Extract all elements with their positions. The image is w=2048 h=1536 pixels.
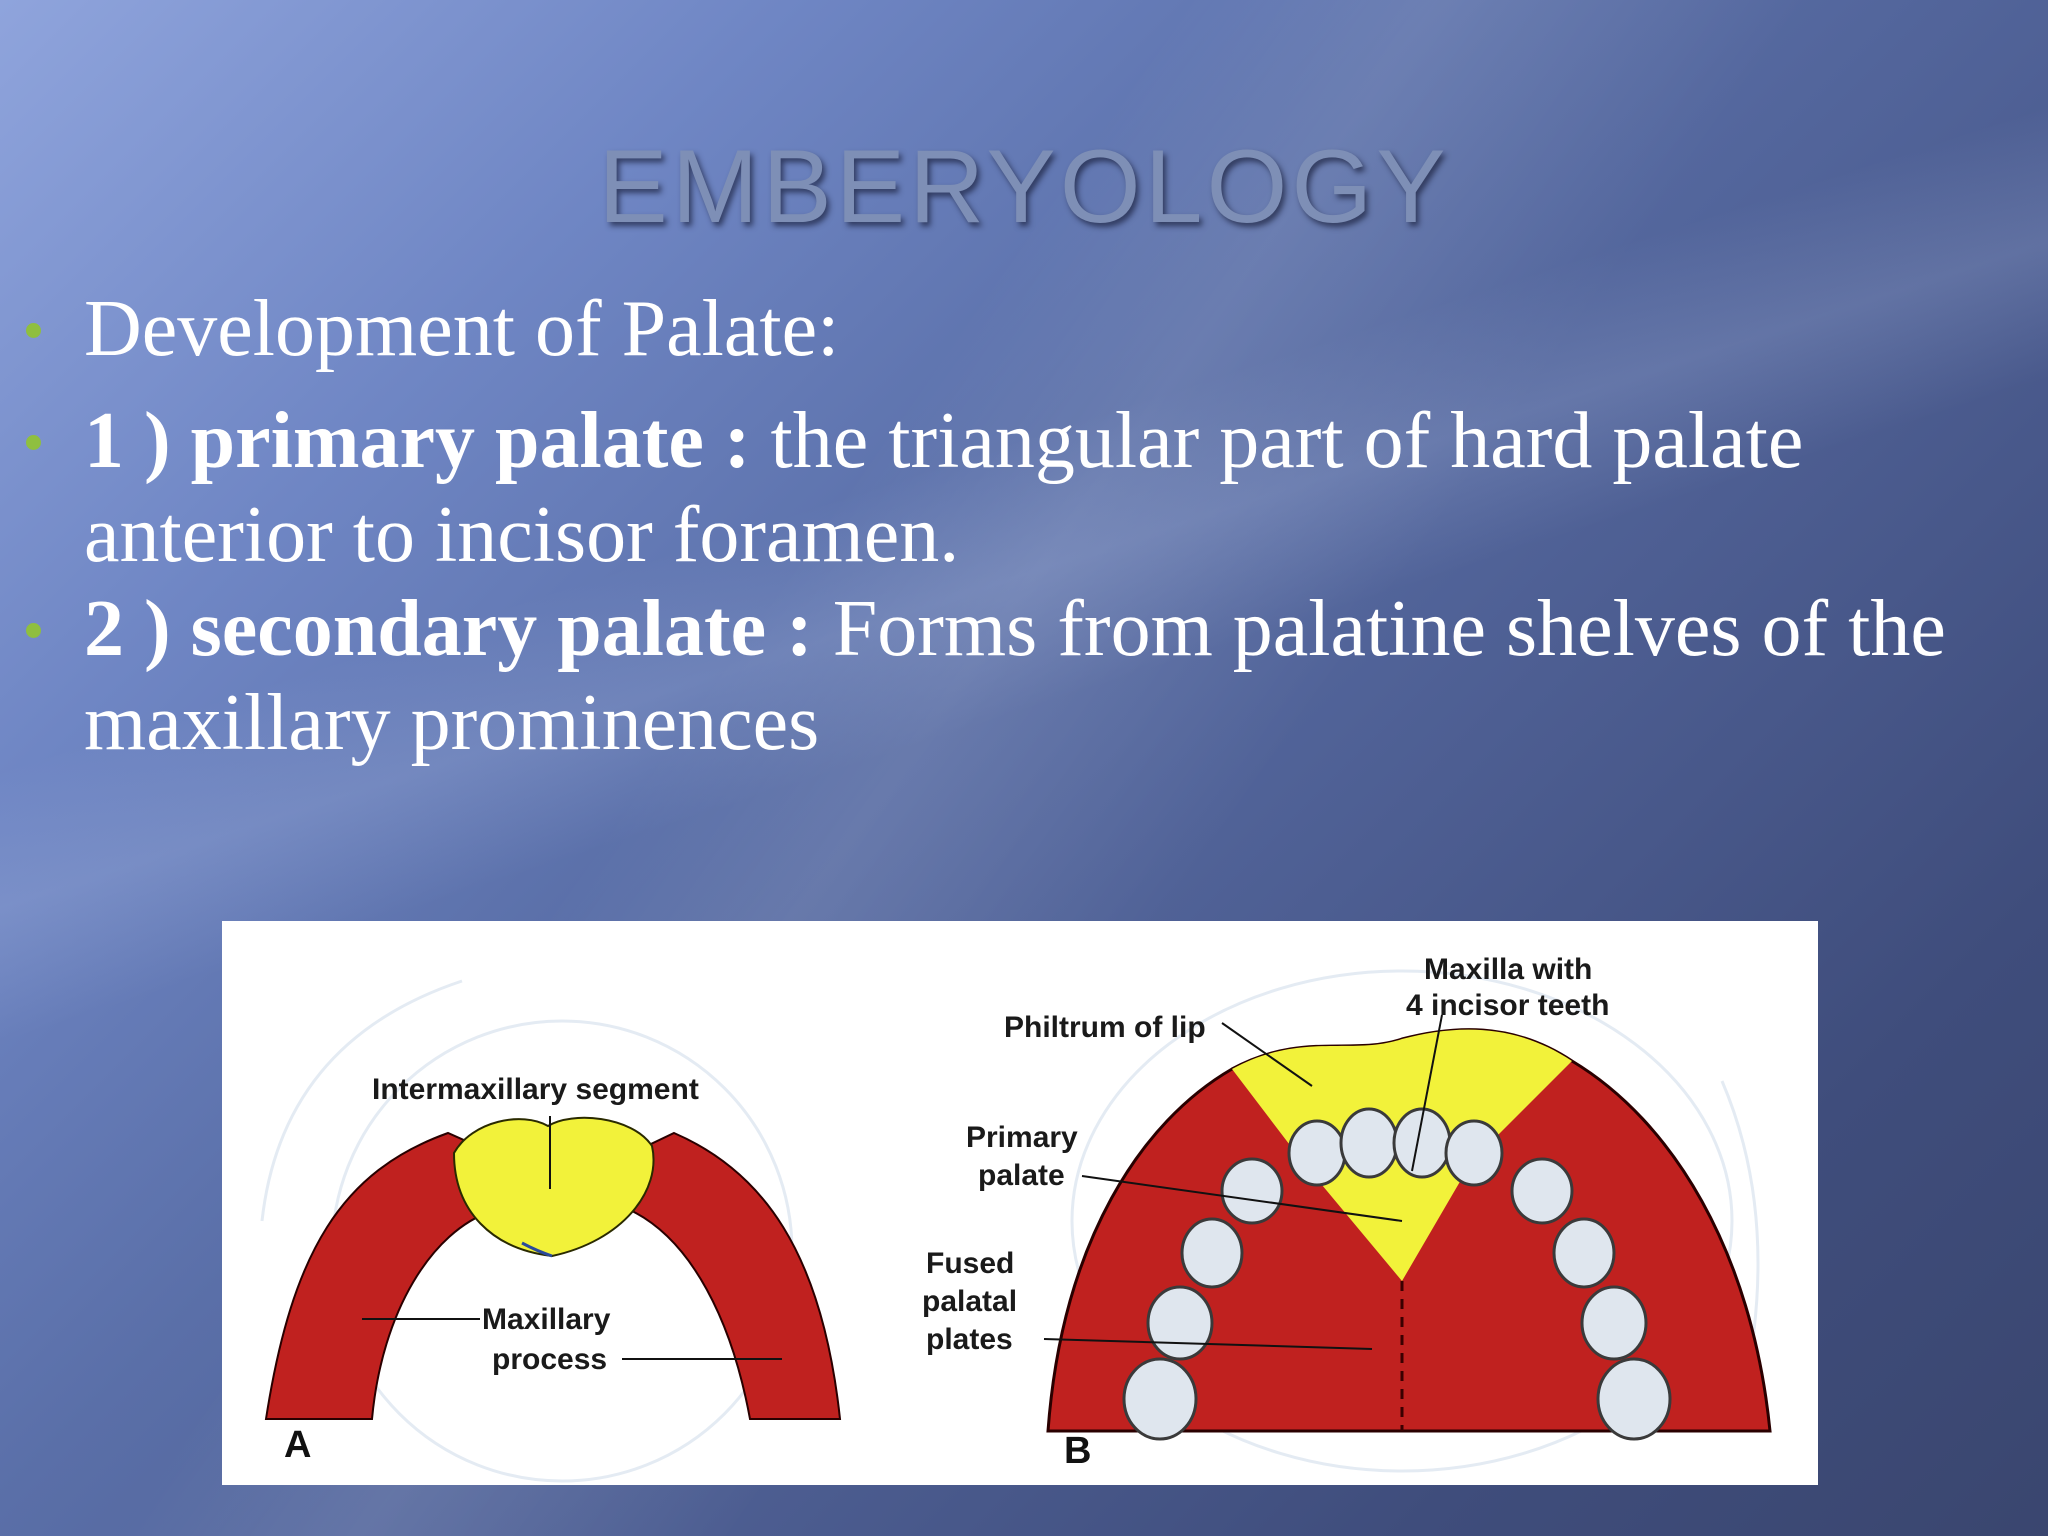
- bullet-dot: [26, 623, 41, 638]
- bullet-bold: 1 ) primary palate :: [84, 397, 751, 485]
- label-maxilla-with: Maxilla with: [1424, 953, 1592, 986]
- bullet-text: Forms from palatine shelves of the maxil…: [84, 585, 1946, 767]
- bullet-dot: [26, 435, 41, 450]
- maxillary-process-left: [264, 1131, 494, 1420]
- bullet-text: Development of Palate:: [84, 285, 840, 373]
- panel-a: Intermaxillary segment Maxillary process…: [264, 1073, 842, 1466]
- label-4-incisor-teeth: 4 incisor teeth: [1406, 989, 1609, 1022]
- label-plates: plates: [926, 1323, 1013, 1356]
- label-philtrum-of-lip: Philtrum of lip: [1004, 1011, 1206, 1044]
- bullet-item: 2 ) secondary palate : Forms from palati…: [22, 582, 2022, 770]
- bullet-item: 1 ) primary palate : the triangular part…: [22, 394, 2022, 582]
- intermaxillary-segment-shape: [452, 1116, 655, 1258]
- bullet-dot: [26, 323, 41, 338]
- panel-b-letter: B: [1064, 1430, 1091, 1472]
- label-primary: Primary: [966, 1121, 1078, 1154]
- panel-a-letter: A: [284, 1424, 311, 1466]
- bullet-text: the triangular part of hard palate anter…: [84, 397, 1804, 579]
- bullet-list: Development of Palate: 1 ) primary palat…: [22, 282, 2022, 770]
- label-maxillary: Maxillary: [482, 1303, 611, 1336]
- bullet-item: Development of Palate:: [22, 282, 2022, 376]
- label-process: process: [492, 1343, 607, 1376]
- slide-title: EMBERYOLOGY: [598, 129, 1450, 245]
- label-fused: Fused: [926, 1247, 1014, 1280]
- teeth: [1122, 1107, 1672, 1441]
- palate-diagram-svg: Intermaxillary segment Maxillary process…: [260, 953, 1772, 1483]
- palate-diagram: Intermaxillary segment Maxillary process…: [222, 921, 1818, 1485]
- maxillary-process-right: [631, 1131, 842, 1420]
- label-palate: palate: [978, 1159, 1065, 1192]
- bullet-bold: 2 ) secondary palate :: [84, 585, 813, 673]
- label-intermaxillary-segment: Intermaxillary segment: [372, 1073, 699, 1106]
- label-palatal: palatal: [922, 1285, 1017, 1318]
- panel-b: Philtrum of lip Maxilla with 4 incisor t…: [922, 953, 1772, 1472]
